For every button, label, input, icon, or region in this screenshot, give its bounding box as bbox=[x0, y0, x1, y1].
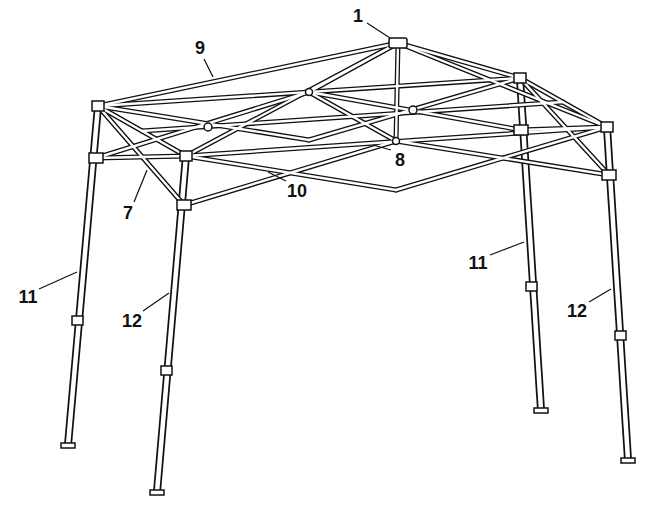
corner-cap bbox=[180, 151, 192, 161]
leader-line bbox=[39, 272, 77, 289]
slider bbox=[89, 153, 103, 163]
callout-number: 1 bbox=[353, 7, 363, 25]
foot-plate bbox=[534, 408, 548, 413]
joint-dot bbox=[393, 138, 400, 145]
foot-plate bbox=[150, 490, 164, 495]
leader-line bbox=[490, 242, 524, 255]
callout-number: 12 bbox=[122, 312, 142, 330]
leader-lines bbox=[39, 23, 611, 311]
corner-cap bbox=[514, 73, 526, 83]
callout-number: 9 bbox=[195, 39, 205, 57]
callout-number: 11 bbox=[18, 288, 37, 306]
leader-line bbox=[143, 293, 169, 311]
leader-line bbox=[268, 172, 286, 181]
leader-line bbox=[367, 23, 390, 38]
leg-sleeve bbox=[161, 366, 172, 375]
leader-line bbox=[373, 145, 391, 150]
callout-number: 11 bbox=[468, 254, 487, 272]
joint-dot bbox=[306, 89, 313, 96]
callout-number: 7 bbox=[123, 204, 133, 222]
leader-line bbox=[589, 289, 611, 302]
slider bbox=[514, 125, 528, 135]
peak-hub bbox=[389, 38, 407, 48]
callout-number: 8 bbox=[395, 151, 405, 169]
frame-outline bbox=[96, 43, 609, 205]
frame-fill bbox=[96, 43, 609, 205]
corner-cap bbox=[601, 122, 613, 132]
leg-sleeve bbox=[526, 282, 537, 291]
slider bbox=[177, 200, 191, 210]
slider bbox=[602, 170, 616, 180]
fittings bbox=[61, 38, 635, 495]
foot-plate bbox=[61, 443, 75, 448]
leg-sleeve bbox=[72, 316, 83, 325]
callout-number: 12 bbox=[567, 302, 587, 320]
corner-cap bbox=[92, 101, 104, 111]
leader-line bbox=[134, 170, 147, 202]
callout-number: 10 bbox=[287, 182, 307, 200]
leg-sleeve bbox=[615, 331, 626, 340]
joint-dot bbox=[204, 123, 212, 131]
leader-line bbox=[204, 59, 213, 77]
joint-dot bbox=[409, 106, 417, 114]
foot-plate bbox=[621, 458, 635, 463]
